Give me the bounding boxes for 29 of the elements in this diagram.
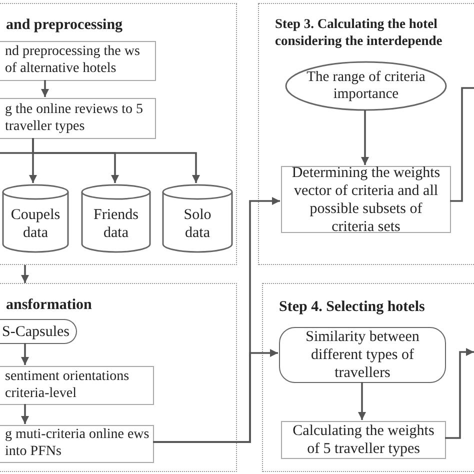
panel-title: ansformation — [6, 296, 93, 315]
arrow — [358, 382, 366, 420]
arrow — [0, 138, 34, 154]
arrow — [445, 348, 474, 439]
process-box: sentiment orientations criteria-level — [0, 366, 154, 405]
panel-title: and preprocessing — [6, 16, 124, 35]
data-cylinder: Coupels data — [2, 184, 69, 252]
panel-title: Step 3. Calculating the hotel considering the interdepende — [275, 16, 444, 50]
arrow — [21, 265, 29, 283]
terminal-pill: S-Capsules — [0, 319, 77, 344]
step-panel — [0, 283, 237, 472]
arrow — [21, 404, 29, 424]
arrow — [361, 110, 369, 165]
data-cylinder: Solo data — [162, 184, 233, 252]
process-box: Determining the weights vector of criteria and all possible subsets of criteria sets — [281, 166, 451, 233]
panel-title: Step 4. Selecting hotels — [279, 298, 426, 317]
process-box: g muti-criteria online ews into PFNs — [0, 425, 154, 463]
arrow — [41, 80, 49, 97]
input-ellipse: The range of criteria importance — [285, 61, 447, 111]
process-box: Calculating the weights of 5 traveller types — [281, 421, 446, 459]
step-panel — [0, 3, 237, 265]
step-panel — [258, 3, 474, 265]
step-panel — [262, 283, 474, 472]
rounded-process-box: Similarity between different types of travellers — [279, 327, 446, 383]
data-cylinder: Friends data — [81, 184, 151, 252]
process-box: g the online reviews to 5 traveller types — [0, 98, 156, 139]
arrow — [153, 349, 278, 443]
arrow — [21, 343, 29, 365]
process-box: nd preprocessing the ws of alternative hotels — [0, 41, 156, 81]
